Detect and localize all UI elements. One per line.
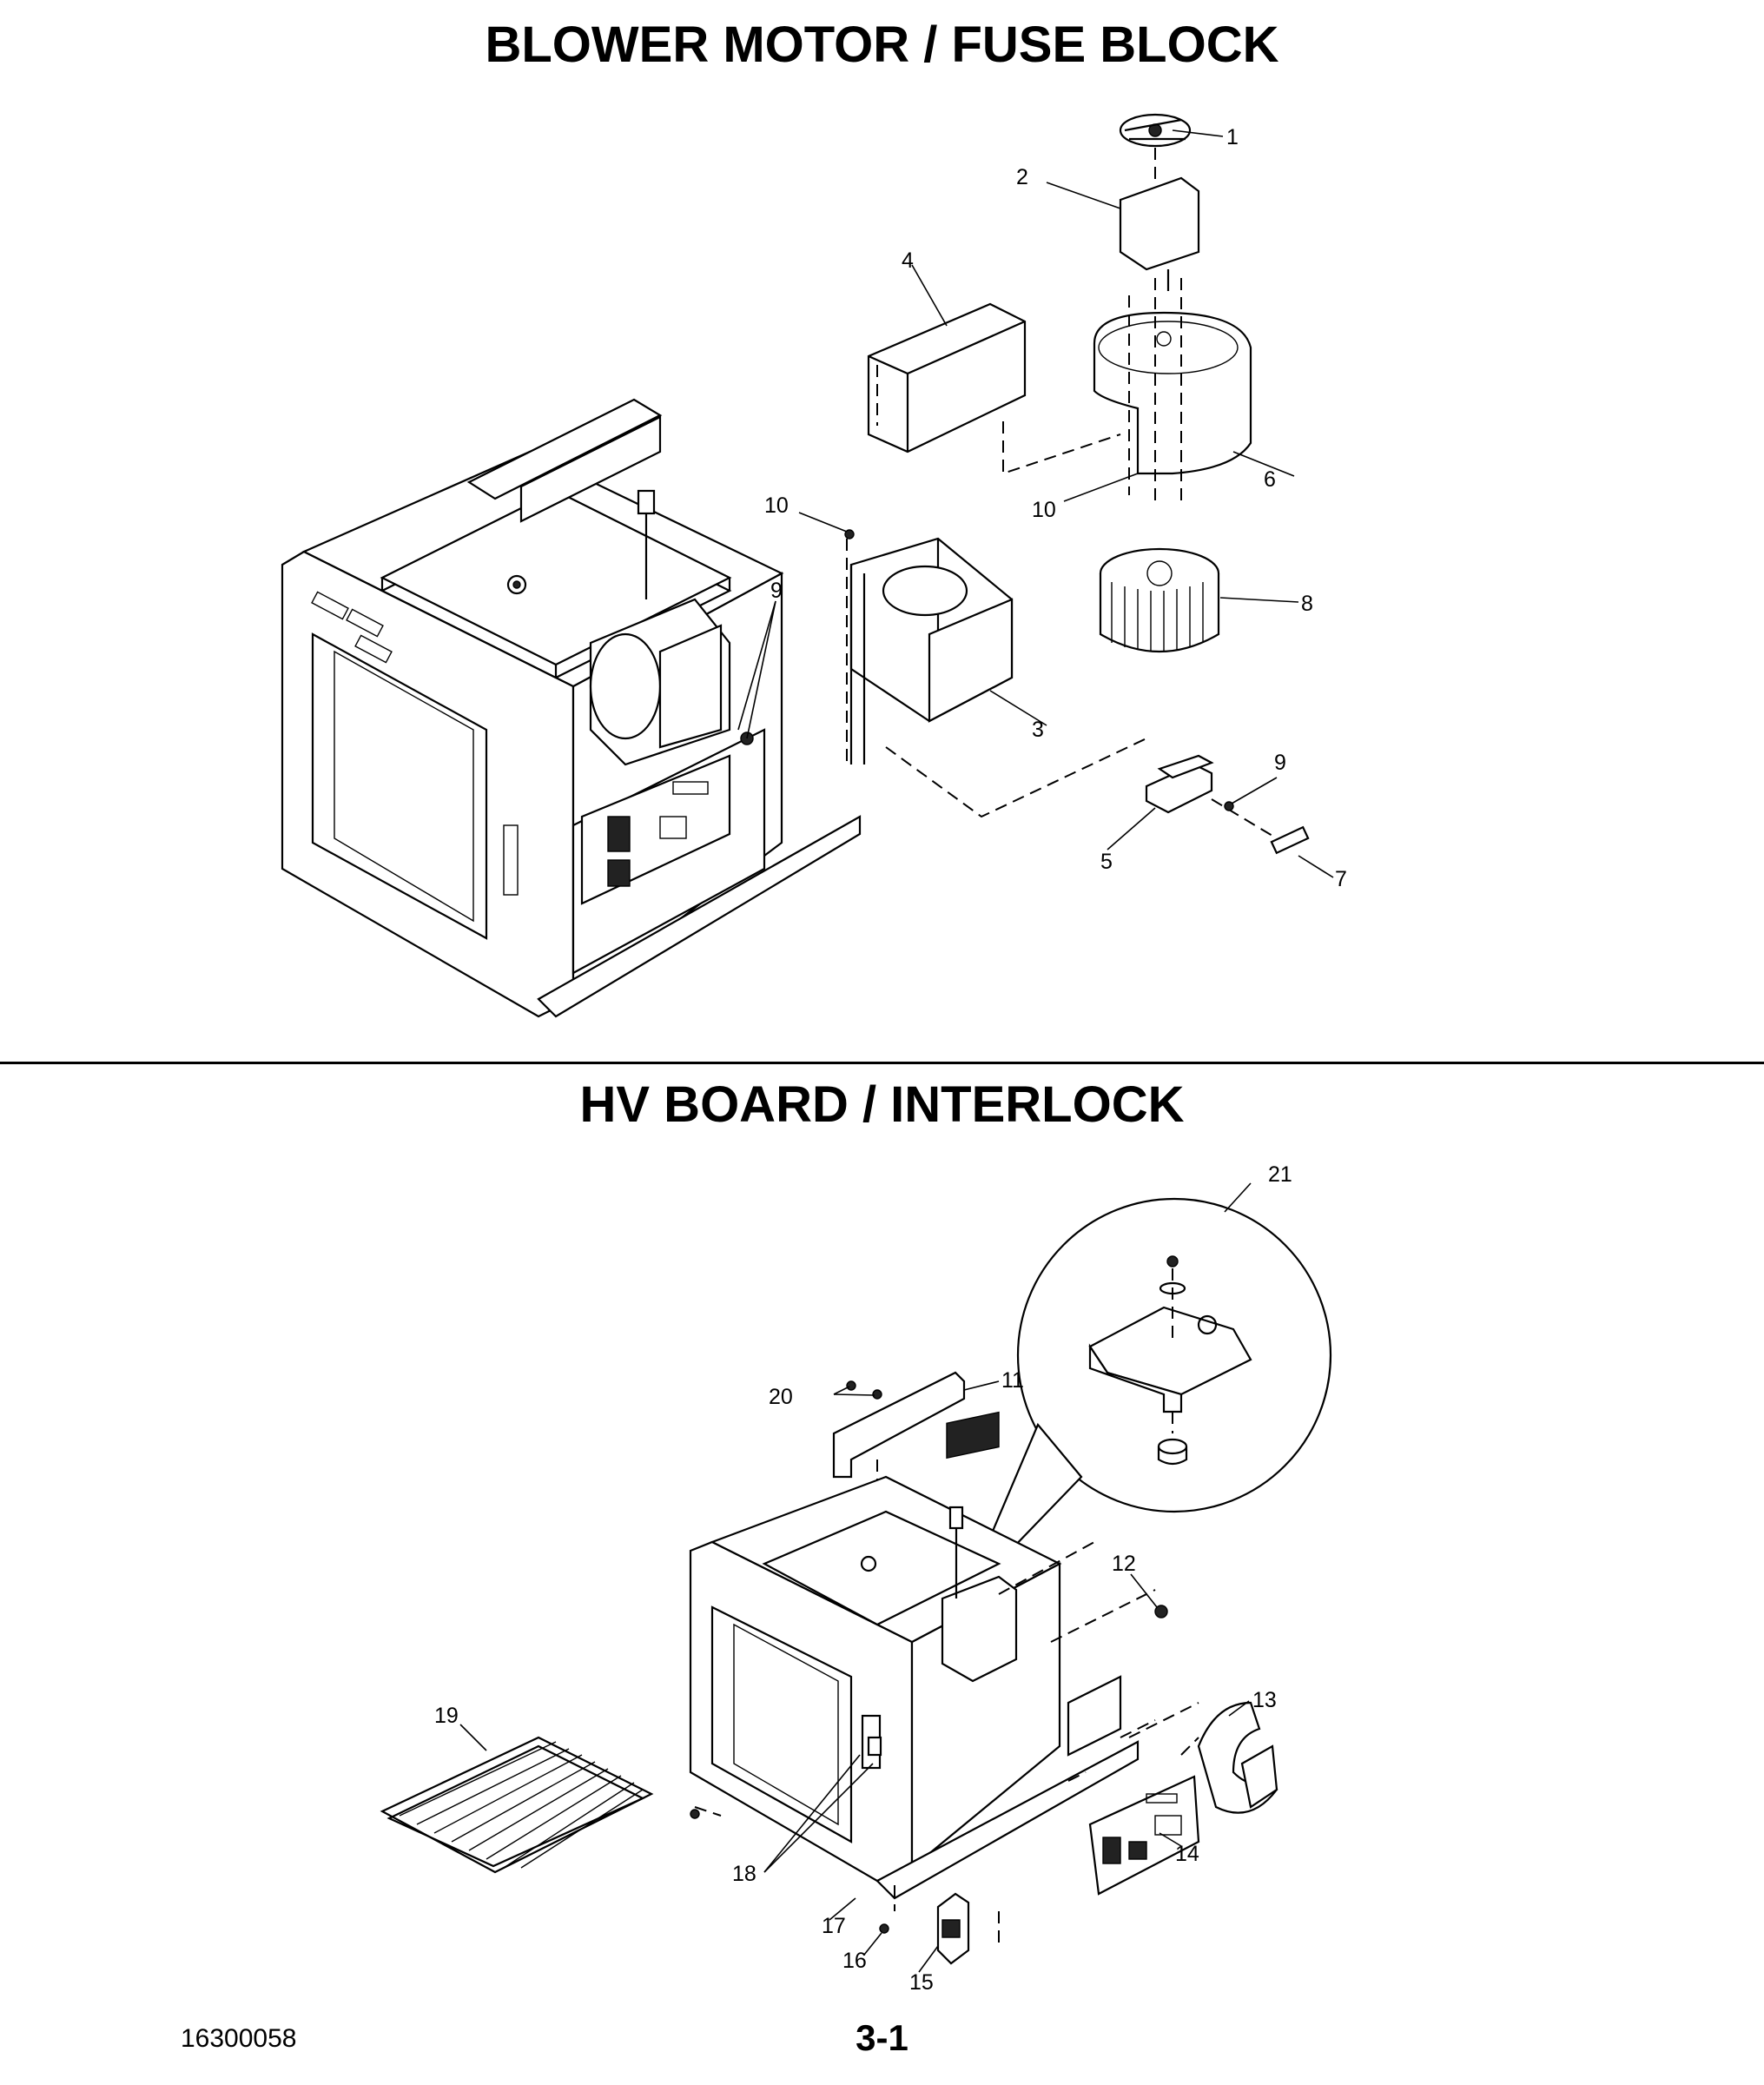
callout-19: 19 [434, 1704, 459, 1728]
part-19-oven-rack [380, 1736, 654, 1874]
section-divider [0, 1062, 1764, 1064]
callout-10b: 10 [1032, 498, 1056, 522]
callout-8: 8 [1301, 592, 1313, 616]
document-number: 16300058 [181, 2024, 297, 2053]
callout-15: 15 [909, 1970, 934, 1995]
part-8-blower-wheel [1099, 547, 1220, 652]
callout-16: 16 [842, 1949, 867, 1973]
part-1-fan [1119, 113, 1192, 148]
section-title-hv-board: HV BOARD / INTERLOCK [579, 1076, 1185, 1133]
hv-board-interlock-diagram: 21 11 20 12 13 19 14 18 17 16 15 [380, 1162, 1332, 1995]
callout-6: 6 [1264, 467, 1276, 492]
callout-11: 11 [1001, 1368, 1024, 1393]
part-7-fuse [1270, 825, 1310, 855]
part-2-motor [1119, 148, 1200, 291]
page-number: 3-1 [856, 2017, 908, 2058]
callout-17: 17 [822, 1914, 846, 1938]
callout-12: 12 [1112, 1552, 1136, 1576]
part-4-cover [867, 302, 1027, 453]
callout-9b: 9 [1274, 751, 1286, 775]
part-6-blower-housing [1093, 278, 1252, 504]
callout-14: 14 [1175, 1842, 1199, 1866]
callout-2: 2 [1016, 165, 1028, 189]
part-13-cover [1197, 1701, 1278, 1814]
callout-5: 5 [1100, 850, 1113, 874]
callout-1: 1 [1226, 125, 1239, 149]
callout-13: 13 [1252, 1688, 1277, 1712]
section-title-blower-motor: BLOWER MOTOR / FUSE BLOCK [485, 17, 1279, 73]
blower-motor-fuse-block-diagram: 1 2 4 6 10 10 9 8 3 9 5 7 [281, 113, 1347, 1018]
callout-3: 3 [1032, 718, 1044, 742]
callout-18: 18 [732, 1862, 756, 1886]
callout-9a: 9 [770, 579, 783, 603]
callout-7: 7 [1335, 867, 1347, 891]
part-15-interlock-switch [936, 1892, 970, 1965]
part-3-blower-duct [849, 537, 1014, 764]
part-11-bracket [832, 1371, 966, 1494]
callout-20: 20 [769, 1385, 793, 1409]
callout-21: 21 [1268, 1162, 1292, 1187]
oven-chassis-bottom [689, 1411, 1140, 1900]
part-14-hv-board [1088, 1775, 1200, 1896]
callout-4: 4 [902, 248, 914, 273]
oven-chassis [281, 398, 862, 1018]
callout-10a: 10 [764, 493, 789, 518]
part-5-fuse-block [1145, 754, 1214, 814]
